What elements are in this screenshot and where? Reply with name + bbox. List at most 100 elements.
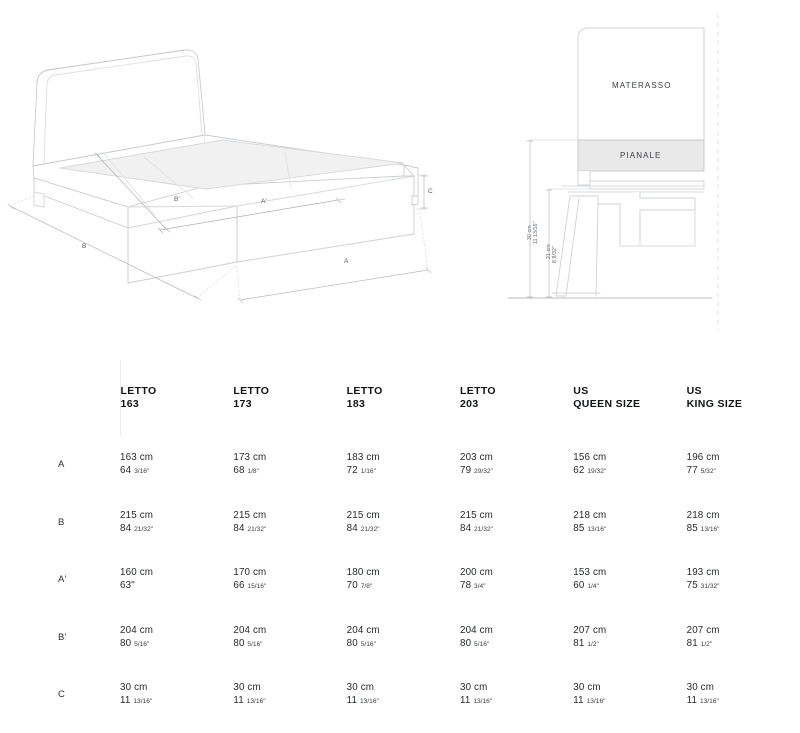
cell-inch: 11 13/16" (233, 695, 266, 707)
row-label-b: B (58, 516, 65, 528)
cell-b-letto-173: 215 cm 84 21/32" (233, 494, 346, 552)
cell-bprime-letto-163: 204 cm 80 5/16" (120, 609, 233, 667)
table-row: A 163 cm 64 3/16" 173 cm 68 1/8" 183 cm … (0, 436, 800, 494)
cell-b-us-king: 218 cm 85 13/16" (687, 494, 800, 552)
table-row: B' 204 cm 80 5/16" 204 cm 80 5/16" 204 c… (0, 609, 800, 667)
dim-label-a-prime: A' (261, 198, 267, 205)
table-row: B 215 cm 84 21/32" 215 cm 84 21/32" 215 … (0, 494, 800, 552)
cell-cm: 180 cm (346, 567, 380, 579)
cell-inch: 80 5/16" (120, 637, 150, 649)
cell-inch: 62 19/32" (573, 465, 607, 477)
cell-cm: 193 cm (686, 567, 720, 579)
cell-cm: 204 cm (459, 624, 493, 636)
cell-cm: 203 cm (459, 452, 493, 464)
row-label-a-prime: A' (58, 574, 67, 586)
cell-inch: 78 3/4" (459, 580, 486, 592)
cell-aprime-letto-183: 180 cm 70 7/8" (347, 551, 460, 609)
column-header-letto-163: LETTO 163 (120, 360, 233, 436)
column-header-letto-203: LETTO 203 (460, 360, 573, 436)
cell-inch: 84 21/32" (120, 522, 153, 534)
column-header-letto-183: LETTO 183 (347, 360, 460, 436)
cell-inch: 11 13/16" (686, 695, 719, 707)
cell-cm: 160 cm (120, 567, 154, 579)
cell-b-letto-163: 215 cm 84 21/32" (120, 494, 233, 552)
table-row: A' 160 cm 63" 170 cm 66 15/16" 180 cm 70… (0, 551, 800, 609)
dimensions-table: LETTO 163 LETTO 173 LETTO 183 LETTO 203 (0, 360, 800, 724)
cell-inch: 64 3/16" (120, 465, 150, 477)
section-dimension-lines (507, 139, 591, 299)
cell-inch: 11 13/16" (120, 695, 153, 707)
cell-b-letto-203: 215 cm 84 21/32" (460, 494, 573, 552)
cell-inch: 81 1/2" (573, 637, 599, 649)
cell-cm: 30 cm (346, 682, 375, 694)
cell-inch: 63" (120, 580, 135, 592)
section-dim-under-inch: 8 9/32" (552, 246, 558, 263)
row-label-c: C (58, 689, 66, 701)
row-label-b-prime: B' (58, 631, 67, 643)
cell-a-letto-203: 203 cm 79 29/32" (460, 436, 573, 494)
cell-inch: 70 7/8" (346, 580, 373, 592)
cell-a-letto-183: 183 cm 72 1/16" (347, 436, 460, 494)
column-header-line2: QUEEN SIZE (573, 398, 641, 410)
section-dim-total-inch: 11 13/16" (533, 221, 539, 244)
cell-a-us-king: 196 cm 77 5/32" (687, 436, 800, 494)
cell-b-letto-183: 215 cm 84 21/32" (347, 494, 460, 552)
cell-inch: 85 13/16" (686, 522, 720, 534)
cell-cm: 218 cm (686, 509, 720, 521)
cell-c-us-king: 30 cm 11 13/16" (687, 666, 800, 724)
bed-section-geometry (507, 13, 719, 331)
cell-inch: 77 5/32" (686, 465, 716, 477)
part-label-materasso: MATERASSO (612, 81, 672, 90)
cell-cm: 200 cm (459, 567, 493, 579)
cell-cm: 170 cm (233, 567, 267, 579)
table-row: C 30 cm 11 13/16" 30 cm 11 13/16" 30 cm … (0, 666, 800, 724)
cell-cm: 30 cm (120, 682, 148, 694)
cell-c-us-queen: 30 cm 11 13/16" (573, 666, 686, 724)
bed-perspective-geometry (32, 49, 419, 284)
cell-cm: 173 cm (233, 452, 267, 464)
cell-inch: 60 1/4" (573, 580, 599, 592)
cell-inch: 66 15/16" (233, 580, 267, 592)
column-header-line2: 183 (346, 398, 366, 410)
cell-cm: 215 cm (120, 509, 154, 521)
column-header-line1: US (573, 384, 589, 397)
cell-b-us-queen: 218 cm 85 13/16" (573, 494, 686, 552)
column-header-line2: 203 (459, 398, 479, 410)
cell-inch: 68 1/8" (233, 465, 259, 477)
cell-aprime-us-king: 193 cm 75 31/32" (687, 551, 800, 609)
cell-a-us-queen: 156 cm 62 19/32" (573, 436, 686, 494)
cell-cm: 30 cm (686, 682, 715, 694)
cell-cm: 183 cm (346, 452, 380, 464)
cell-aprime-letto-163: 160 cm 63" (120, 551, 233, 609)
cell-bprime-letto-183: 204 cm 80 5/16" (347, 609, 460, 667)
cell-cm: 215 cm (233, 509, 267, 521)
cell-cm: 196 cm (686, 452, 720, 464)
cell-cm: 207 cm (686, 624, 720, 636)
cell-cm: 215 cm (459, 509, 493, 521)
cell-a-letto-173: 173 cm 68 1/8" (233, 436, 346, 494)
cell-bprime-us-king: 207 cm 81 1/2" (687, 609, 800, 667)
cell-aprime-letto-173: 170 cm 66 15/16" (233, 551, 346, 609)
column-header-us-queen-size: US QUEEN SIZE (573, 360, 686, 436)
cell-inch: 80 5/16" (233, 637, 263, 649)
column-header-letto-173: LETTO 173 (233, 360, 346, 436)
cell-bprime-letto-203: 204 cm 80 5/16" (460, 609, 573, 667)
cell-cm: 30 cm (233, 682, 261, 694)
dim-label-c-height: C (428, 188, 433, 195)
cell-bprime-us-queen: 207 cm 81 1/2" (573, 609, 686, 667)
table-header-row: LETTO 163 LETTO 173 LETTO 183 LETTO 203 (0, 360, 800, 436)
cell-inch: 80 5/16" (459, 637, 490, 649)
cell-cm: 153 cm (573, 567, 607, 579)
dimensions-table-wrap: LETTO 163 LETTO 173 LETTO 183 LETTO 203 (0, 360, 800, 733)
perspective-dimension-lines (7, 152, 432, 304)
cell-inch: 11 13/16" (459, 695, 493, 707)
column-header-line1: LETTO (346, 384, 383, 397)
cell-c-letto-183: 30 cm 11 13/16" (347, 666, 460, 724)
cell-a-letto-163: 163 cm 64 3/16" (120, 436, 233, 494)
column-header-line1: LETTO (233, 384, 270, 397)
cell-inch: 84 21/32" (346, 522, 380, 534)
cell-cm: 207 cm (573, 624, 607, 636)
cell-inch: 81 1/2" (686, 637, 713, 649)
technical-drawings-area: B' A' B A C MATERASSO PIANALE 30 cm 11 1… (0, 0, 800, 360)
